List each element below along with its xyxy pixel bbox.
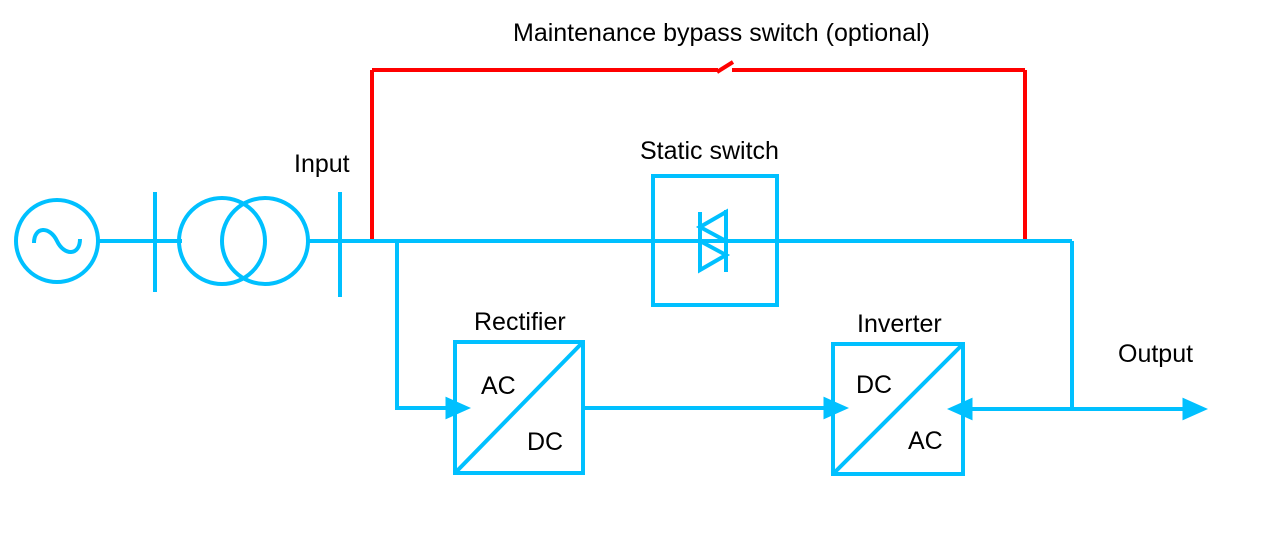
output-label: Output [1118,340,1193,368]
maintenance-bypass-path[interactable] [370,60,1027,241]
rectifier-output-type-label: DC [527,428,563,456]
inverter-input-type-label: DC [856,371,892,399]
thyristor-lower-triangle-icon [698,237,731,274]
bypass-title-label: Maintenance bypass switch (optional) [513,19,930,47]
sine-wave-icon [32,228,82,254]
ac-source-symbol [14,198,100,284]
inverter-diagonal-divider [831,342,965,476]
bypass-switch-blade[interactable] [715,60,735,74]
rectifier-diagonal-divider [453,340,585,475]
rectifier-label: Rectifier [474,308,566,336]
thyristor-upper-triangle-icon [695,208,728,245]
transformer-symbol [177,196,310,286]
rectifier-block[interactable]: Rectifier AC DC [453,308,585,475]
static-switch-block[interactable]: Static switch [640,137,779,307]
rectifier-input-type-label: AC [481,372,516,400]
wire-rectifier-feed [395,241,471,420]
input-label: Input [294,150,350,178]
inverter-block[interactable]: Inverter DC AC [831,310,965,476]
static-switch-label: Static switch [640,137,779,165]
transformer-primary-winding-icon [177,196,267,286]
inverter-label: Inverter [857,310,942,338]
inverter-output-type-label: AC [908,427,943,455]
